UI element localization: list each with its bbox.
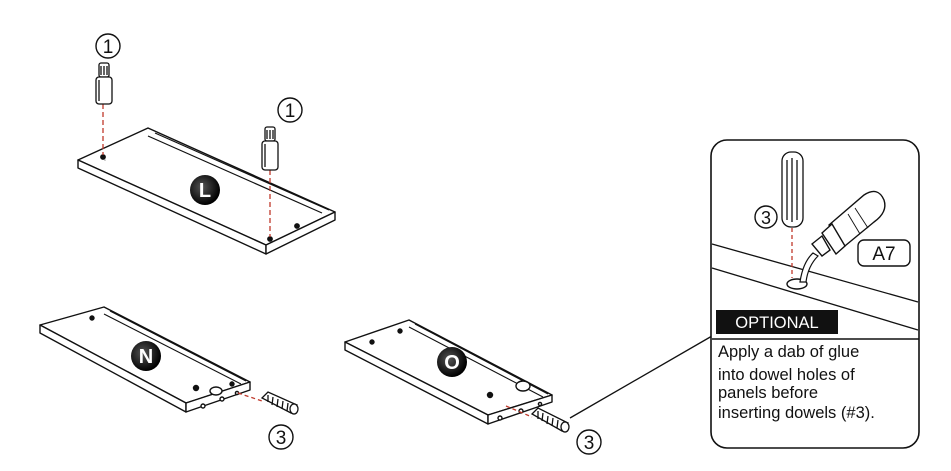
panel-label-l: L (190, 175, 220, 205)
glue-label-a7: A7 (857, 239, 911, 267)
svg-text:3: 3 (761, 208, 771, 228)
callout-part-1-right: 1 (277, 97, 303, 123)
instruction-line: into dowel holes of (718, 366, 855, 384)
callout-part-3-o: 3 (576, 429, 602, 455)
svg-text:L: L (199, 180, 211, 202)
callout-part-3-inset: 3 (754, 205, 778, 229)
callout-part-1-left: 1 (95, 33, 121, 59)
optional-badge: OPTIONAL (716, 310, 838, 334)
guide-lines-l (102, 104, 271, 237)
dowel-3-inset (781, 151, 804, 228)
dowel-3-n (260, 391, 299, 415)
svg-text:N: N (139, 346, 153, 368)
glue-drop-icon (799, 252, 819, 283)
dowel-1-right (261, 126, 279, 171)
inset-instruction-text: Apply a dab of glue into dowel holes of … (718, 342, 928, 424)
svg-text:3: 3 (584, 433, 595, 454)
guide-line-o (505, 405, 533, 418)
svg-text:O: O (444, 352, 460, 374)
glue-bottle-icon (811, 190, 886, 257)
svg-text:OPTIONAL: OPTIONAL (735, 314, 818, 332)
instruction-line: Apply a dab of glue (718, 343, 860, 361)
dowel-1-left (95, 62, 113, 105)
instruction-line: panels before (718, 384, 818, 402)
panel-label-n: N (131, 341, 161, 371)
callout-part-3-n: 3 (268, 424, 294, 450)
svg-text:A7: A7 (872, 244, 895, 265)
svg-text:1: 1 (103, 37, 114, 58)
dowel-3-o (530, 407, 570, 433)
panel-label-o: O (437, 347, 467, 377)
instruction-line: inserting dowels (#3). (718, 404, 875, 422)
leader-line (569, 335, 713, 419)
guide-line-n (237, 392, 263, 402)
svg-text:3: 3 (276, 428, 287, 449)
svg-text:1: 1 (285, 101, 296, 122)
